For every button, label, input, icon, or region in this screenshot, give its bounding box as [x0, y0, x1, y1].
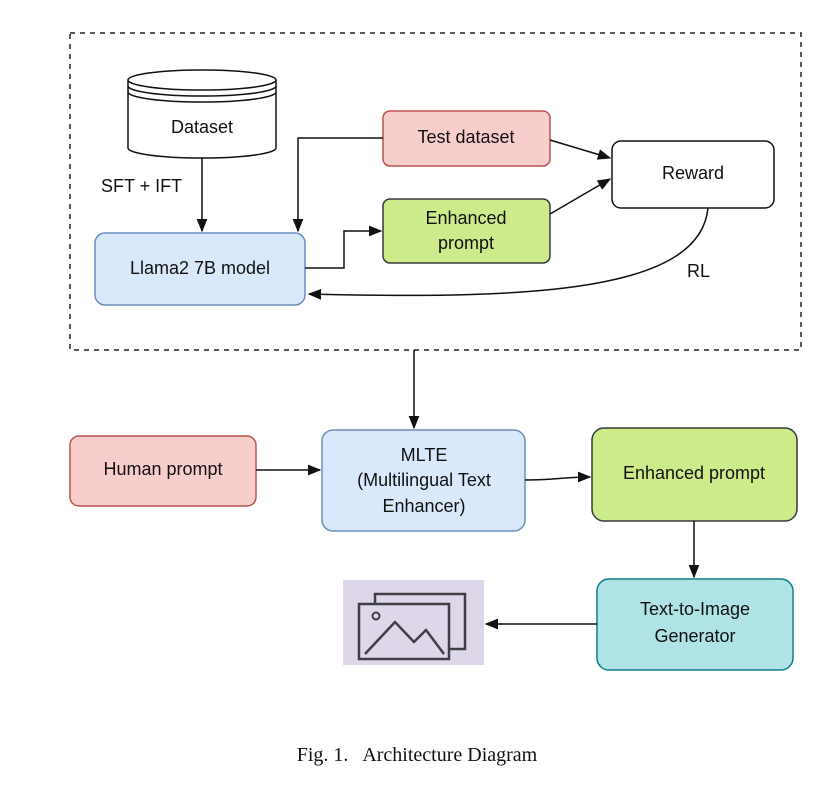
- caption-figure-number: Fig. 1.: [296, 744, 349, 766]
- human-prompt-node: Human prompt: [69, 435, 257, 507]
- enhanced-prompt-top-node: Enhanced prompt: [382, 198, 551, 264]
- reward-label: Reward: [662, 163, 724, 183]
- dataset-node: Dataset: [127, 69, 277, 159]
- enhanced-to-reward-arrow: [549, 178, 612, 215]
- llama-model-label: Llama2 7B model: [130, 258, 270, 278]
- test-dataset-node: Test dataset: [382, 110, 551, 167]
- sft-ift-label: SFT + IFT: [101, 176, 182, 196]
- mlte-line1: MLTE: [401, 445, 448, 465]
- mlte-line3: Enhancer): [382, 496, 465, 516]
- t2i-generator-node: Text-to-Image Generator: [596, 578, 794, 671]
- human-prompt-label: Human prompt: [103, 459, 222, 479]
- test-dataset-label: Test dataset: [417, 127, 514, 147]
- rl-label: RL: [687, 261, 710, 281]
- test-dataset-to-reward-arrow: [549, 139, 612, 160]
- enhanced-prompt-top-line1: Enhanced: [425, 208, 506, 228]
- figure-caption: Fig. 1. Architecture Diagram: [0, 744, 834, 767]
- enhanced-prompt-bottom-node: Enhanced prompt: [591, 427, 798, 522]
- mlte-line2: (Multilingual Text: [357, 470, 491, 490]
- reward-to-llama-rl-arrow: [307, 207, 709, 300]
- reward-node: Reward: [611, 140, 775, 209]
- enhanced-prompt-top-line2: prompt: [438, 233, 494, 253]
- llama-to-enhanced-arrow: [305, 225, 383, 269]
- mlte-node: MLTE (Multilingual Text Enhancer): [321, 429, 526, 532]
- test-dataset-to-llama-arrow: [292, 137, 383, 233]
- t2i-line1: Text-to-Image: [640, 599, 750, 619]
- enhanced-prompt-bottom-label: Enhanced prompt: [623, 463, 765, 483]
- training-boundary: [69, 32, 802, 351]
- t2i-line2: Generator: [654, 626, 735, 646]
- image-gallery-icon: [343, 580, 484, 665]
- dataset-label: Dataset: [171, 117, 233, 137]
- llama-model-node: Llama2 7B model: [94, 232, 306, 306]
- mlte-to-enhanced-arrow: [524, 471, 592, 483]
- caption-title: Architecture Diagram: [362, 744, 538, 766]
